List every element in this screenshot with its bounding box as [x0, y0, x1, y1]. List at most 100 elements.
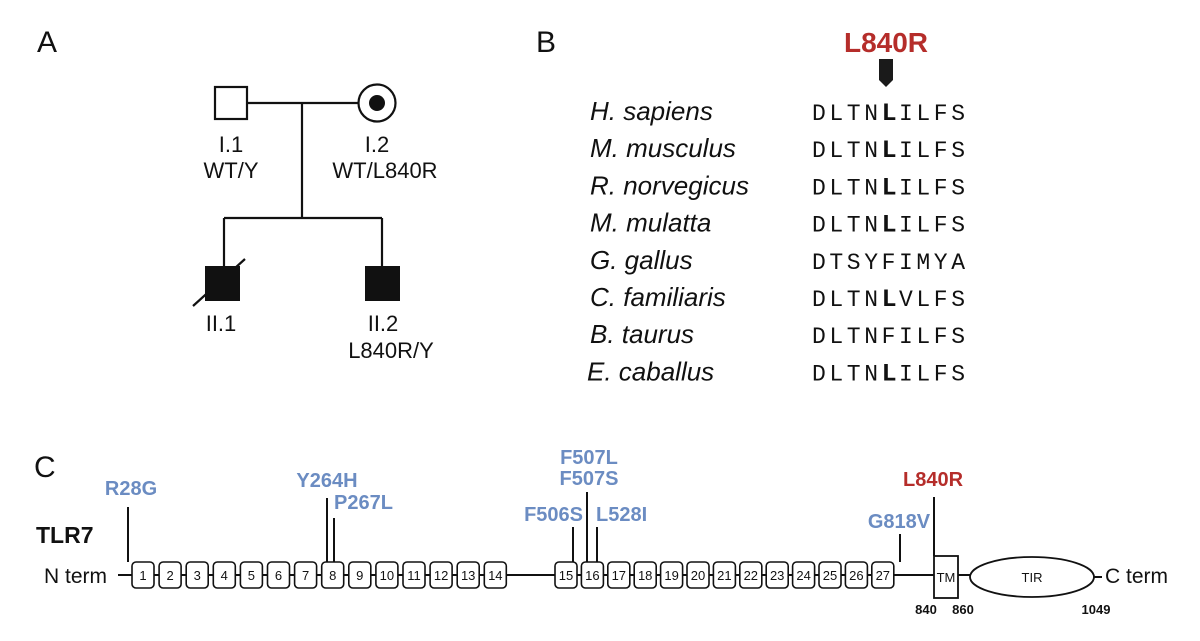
- position-tm-end: 860: [952, 602, 974, 617]
- residue: N: [864, 287, 878, 313]
- lrr-domain-14[interactable]: 14: [483, 561, 508, 589]
- mutation-label: L528I: [596, 504, 647, 526]
- lrr-domain-12[interactable]: 12: [429, 561, 453, 589]
- mutation-l840r[interactable]: L840R: [903, 469, 964, 556]
- mutation-r28g[interactable]: R28G: [105, 478, 157, 562]
- tm-domain[interactable]: TM: [933, 555, 959, 599]
- lrr-box: [456, 561, 481, 589]
- lrr-domain-19[interactable]: 19: [659, 561, 684, 589]
- lrr-number: 5: [248, 568, 255, 583]
- residue: L: [916, 101, 930, 127]
- residue: I: [899, 101, 913, 127]
- tir-domain[interactable]: TIR: [969, 556, 1095, 598]
- lrr-number: 23: [770, 568, 784, 583]
- lrr-domain-25[interactable]: 25: [818, 561, 842, 589]
- residue: I: [899, 361, 913, 387]
- residue: I: [899, 175, 913, 201]
- residue: V: [899, 287, 913, 313]
- individual-genotype: L840R/Y: [348, 338, 434, 363]
- residue: L: [829, 175, 843, 201]
- tir-label: TIR: [1022, 570, 1043, 585]
- individual-id: II.2: [368, 311, 399, 336]
- individual-id: I.1: [219, 132, 243, 157]
- mutation-f507l[interactable]: F507L: [560, 447, 618, 562]
- male-unaffected-symbol: [213, 85, 249, 121]
- residue: T: [829, 250, 843, 276]
- lrr-number: 19: [664, 568, 678, 583]
- lrr-domain-16[interactable]: 16: [580, 561, 605, 589]
- mutation-l528i[interactable]: L528I: [596, 504, 647, 562]
- mutation-label: F507L: [560, 447, 618, 469]
- lrr-domain-4[interactable]: 4: [212, 561, 237, 589]
- lrr-domain-10[interactable]: 10: [375, 561, 399, 589]
- lrr-domain-26[interactable]: 26: [844, 561, 869, 589]
- lrr-number: 12: [434, 568, 448, 583]
- lrr-domain-13[interactable]: 13: [456, 561, 481, 589]
- lrr-box: [844, 561, 869, 589]
- lrr-domain-1[interactable]: 1: [131, 561, 155, 589]
- lrr-domain-15[interactable]: 15: [554, 561, 578, 589]
- lrr-domain-11[interactable]: 11: [402, 561, 426, 589]
- lrr-number: 27: [876, 568, 890, 583]
- individual-i2[interactable]: I.2 WT/L840R: [332, 83, 438, 184]
- lrr-number: 10: [380, 568, 394, 583]
- lrr-box: [266, 561, 291, 589]
- lrr-domain-8[interactable]: 8: [320, 561, 345, 589]
- residue: A: [951, 250, 965, 276]
- position-tm-start: 840: [915, 602, 937, 617]
- lrr-box: [659, 561, 684, 589]
- lrr-domain-7[interactable]: 7: [293, 561, 318, 589]
- conserved-residue: L: [882, 99, 897, 128]
- residue: Y: [864, 250, 878, 276]
- lrr-domain-6[interactable]: 6: [266, 561, 291, 589]
- residue: L: [829, 361, 843, 387]
- residue: L: [829, 101, 843, 127]
- lrr-domain-2[interactable]: 2: [158, 561, 182, 589]
- mutation-label: R28G: [105, 478, 157, 500]
- lrr-domain-22[interactable]: 22: [738, 561, 763, 589]
- residue: N: [864, 361, 878, 387]
- lrr-box: [158, 561, 182, 589]
- mutation-f507s[interactable]: F507S: [560, 468, 619, 490]
- conserved-residue: L: [882, 136, 897, 165]
- lrr-box: [606, 561, 631, 589]
- mutation-f506s[interactable]: F506S: [524, 504, 583, 562]
- residue: S: [951, 101, 965, 127]
- residue: F: [882, 250, 896, 276]
- lrr-domain-18[interactable]: 18: [633, 561, 658, 589]
- lrr-domain-20[interactable]: 20: [686, 561, 710, 589]
- lrr-box: [185, 561, 209, 589]
- residue: S: [951, 324, 965, 350]
- residue: T: [847, 138, 861, 164]
- lrr-domain-27[interactable]: 27: [870, 561, 895, 589]
- mutation-p267l[interactable]: P267L: [333, 492, 393, 562]
- lrr-domain-24[interactable]: 24: [791, 561, 816, 589]
- lrr-domain-23[interactable]: 23: [765, 561, 790, 589]
- lrr-box: [212, 561, 237, 589]
- individual-ii1[interactable]: II.1: [192, 258, 246, 336]
- species-name: R. norvegicus: [590, 170, 749, 200]
- individual-i1[interactable]: I.1 WT/Y: [204, 85, 259, 183]
- lrr-domain-3[interactable]: 3: [185, 561, 209, 589]
- residue: L: [916, 324, 930, 350]
- residue: S: [951, 287, 965, 313]
- mutation-g818v[interactable]: G818V: [868, 511, 931, 562]
- residue: M: [916, 250, 930, 276]
- lrr-domain-17[interactable]: 17: [606, 561, 631, 589]
- lrr-domain-21[interactable]: 21: [712, 561, 737, 589]
- individual-ii2[interactable]: II.2 L840R/Y: [348, 266, 434, 363]
- lrr-number: 6: [275, 568, 282, 583]
- lrr-domain-5[interactable]: 5: [239, 561, 264, 589]
- lrr-domain-9[interactable]: 9: [347, 561, 372, 589]
- mutation-y264h[interactable]: Y264H: [296, 470, 358, 562]
- conserved-residue: L: [882, 211, 897, 240]
- residue: L: [829, 138, 843, 164]
